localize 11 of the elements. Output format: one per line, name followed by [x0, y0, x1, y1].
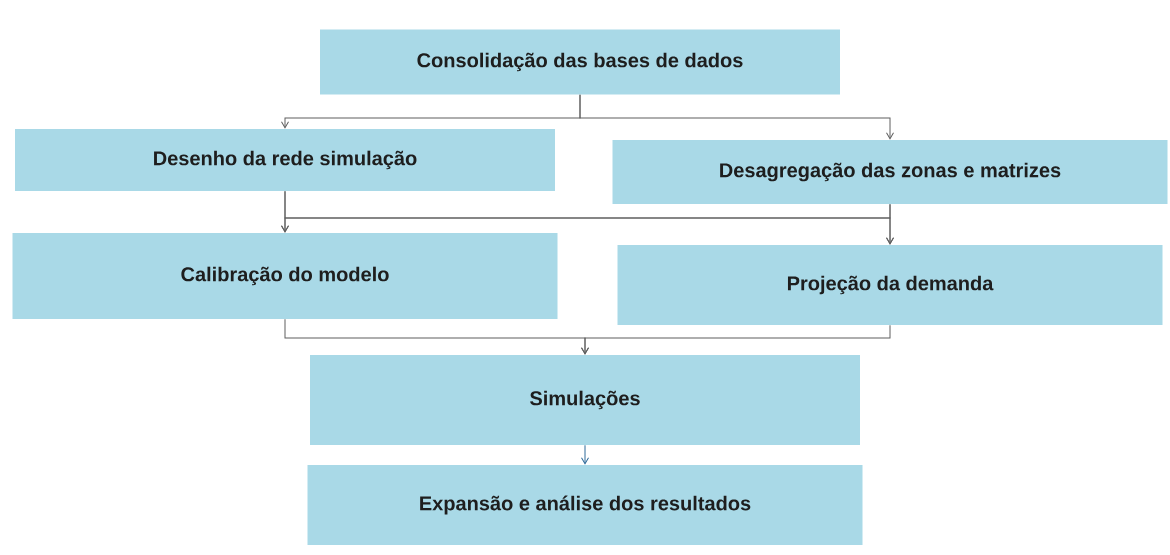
process-box: Expansão e análise dos resultados — [307, 465, 863, 545]
process-box: Calibração do modelo — [12, 233, 558, 319]
process-box: Desenho da rede simulação — [15, 129, 555, 191]
arrow — [581, 324, 891, 355]
arrow — [581, 444, 589, 465]
arrow — [579, 94, 894, 140]
process-box: Consolidação das bases de dados — [320, 29, 840, 95]
process-box: Simulações — [310, 355, 860, 445]
process-box: Projeção da demanda — [617, 245, 1163, 325]
arrow — [886, 203, 894, 245]
process-box: Desagregação das zonas e matrizes — [612, 140, 1168, 204]
